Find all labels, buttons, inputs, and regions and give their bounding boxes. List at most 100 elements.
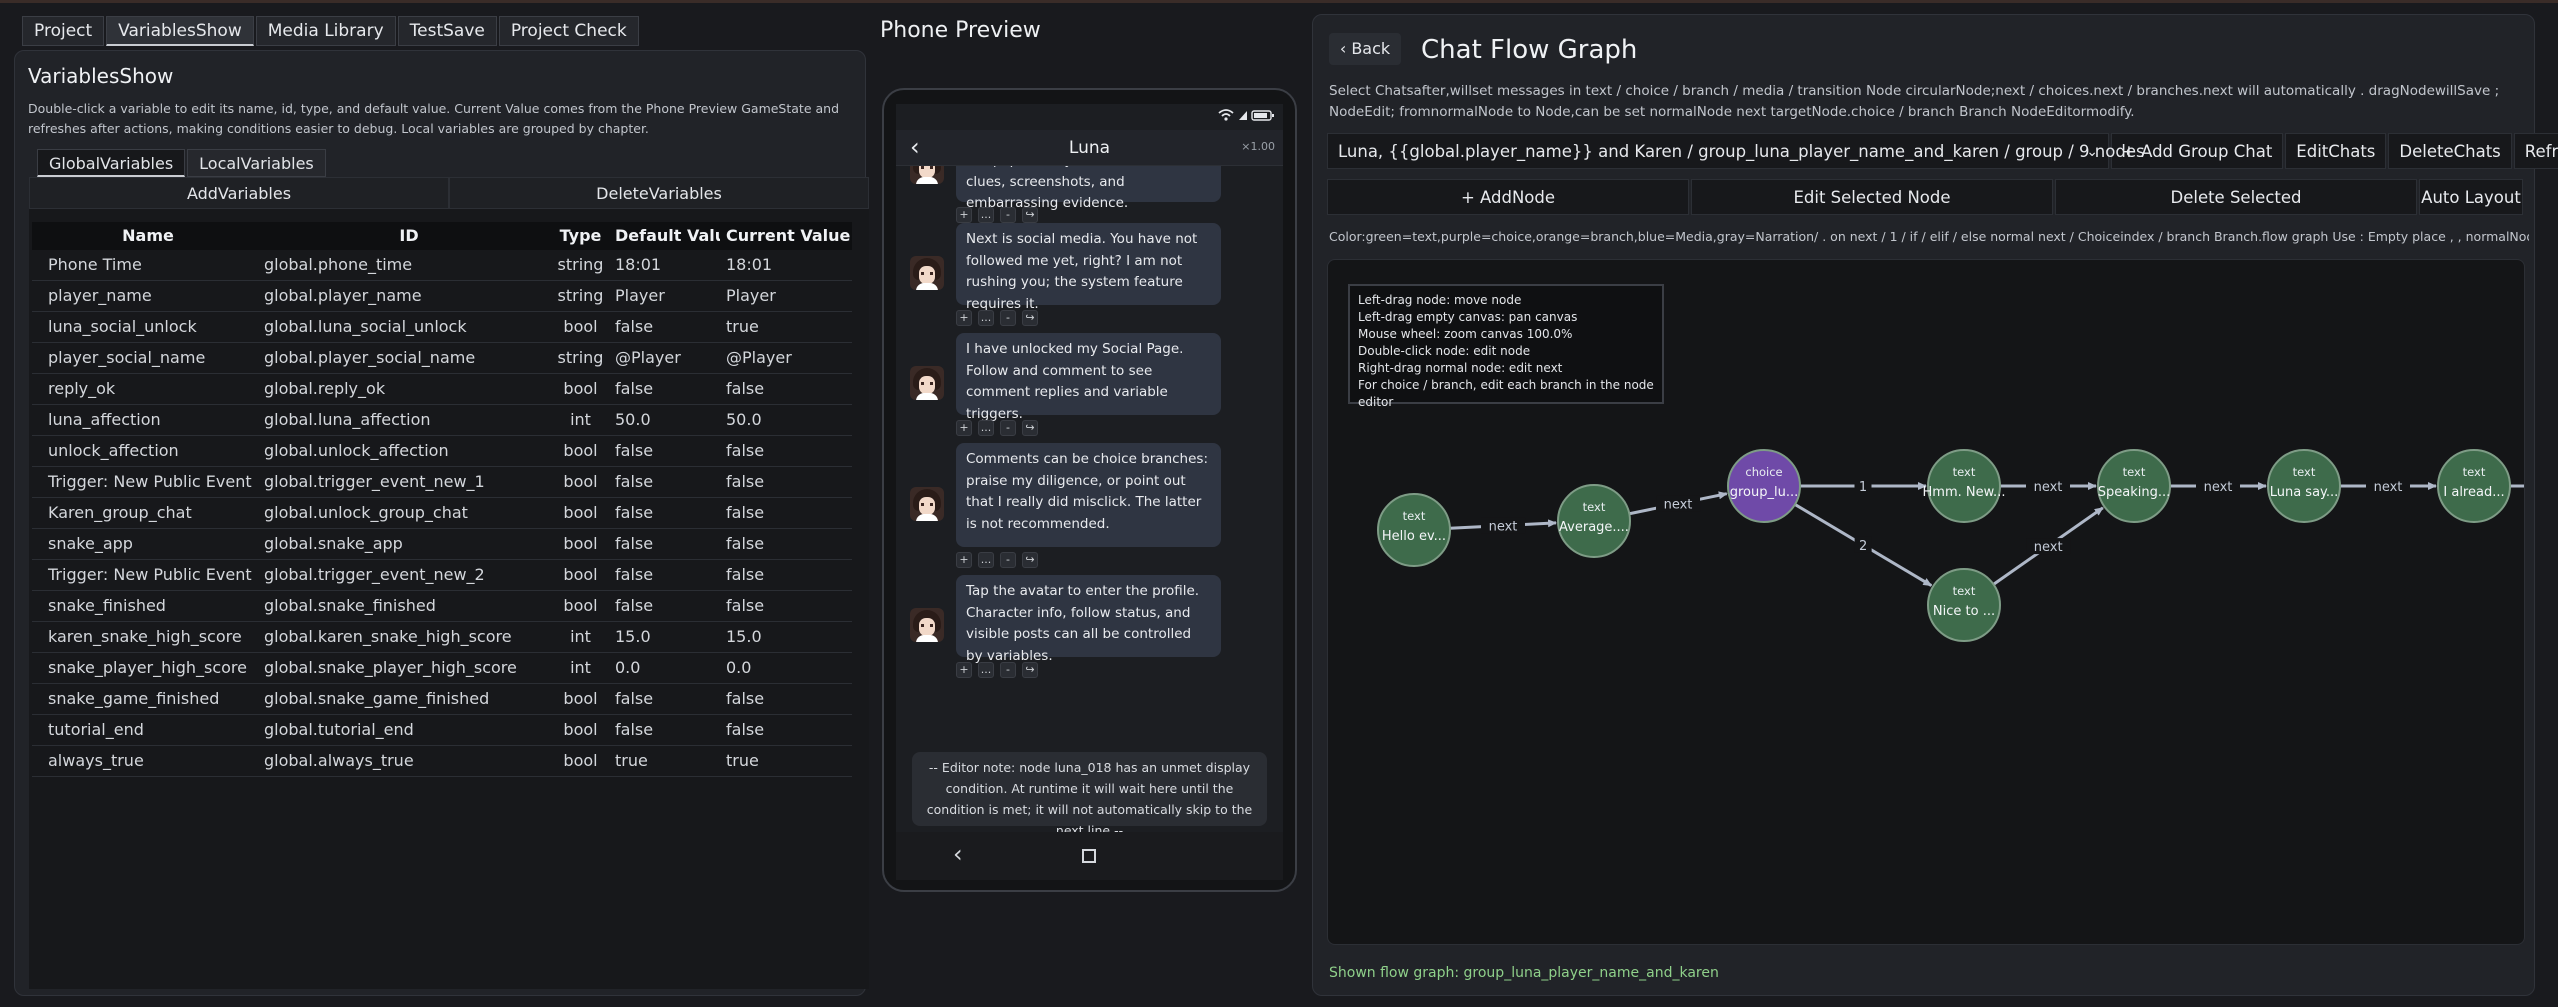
graph-node-label: Hello ev... [1382,529,1446,544]
more-icon[interactable]: ... [978,662,994,678]
help-line: For choice / branch, edit each branch in… [1358,378,1654,409]
more-icon[interactable]: ... [978,552,994,568]
chat-bubble[interactable]: wallpaper. They work well for all,clues,… [956,166,1221,211]
color-legend: Color:green=text,purple=choice,orange=br… [1329,229,2529,244]
variable-type: bool [563,379,598,398]
graph-node-text[interactable]: textAverage.... [1557,484,1631,558]
add-message-icon[interactable]: + [956,207,972,223]
remove-message-icon[interactable]: - [1000,662,1016,678]
graph-node-text[interactable]: textSpeaking... [2097,449,2171,523]
chat-bubble[interactable]: I have unlocked my Social Page. Follow a… [956,333,1221,422]
chat-back-icon[interactable]: ‹ [910,133,920,161]
chat-bubble[interactable]: Comments can be choice branches: praise … [956,443,1221,547]
variable-current-value: true [726,751,759,770]
graph-node-choice[interactable]: choicegroup_lu... [1727,449,1801,523]
nav-home-icon[interactable] [1082,849,1096,863]
add-variables-button[interactable]: AddVariables [29,177,449,209]
tab-project-check[interactable]: Project Check [498,16,639,46]
jump-icon[interactable]: ↪ [1022,662,1038,678]
tab-variables-show[interactable]: VariablesShow [106,16,254,46]
tab-project[interactable]: Project [22,16,105,46]
luna-avatar[interactable] [910,256,944,290]
graph-node-type: text [2463,465,2486,479]
graph-edge-label-bg [2026,538,2071,555]
luna-avatar[interactable] [910,166,944,184]
column-header-type[interactable]: Type [559,226,602,245]
delete-chats-button[interactable]: DeleteChats [2388,133,2512,169]
delete-variables-button[interactable]: DeleteVariables [449,177,869,209]
avatar-face [919,376,935,394]
luna-avatar[interactable] [910,487,944,521]
remove-message-icon[interactable]: - [1000,207,1016,223]
add-group-chat-button[interactable]: + Add Group Chat [2111,133,2284,169]
variable-current-value: 50.0 [726,410,762,429]
edit-selected-node-button[interactable]: Edit Selected Node [1691,179,2053,215]
refresh-button[interactable]: Refresh [2513,133,2558,169]
chevron-left-icon: ‹ [1339,39,1352,58]
nav-back-icon[interactable]: ‹ [953,840,963,868]
chat-select-dropdown[interactable]: Luna, {{global.player_name}} and Karen /… [1327,133,2145,169]
tab-local-variables[interactable]: LocalVariables [187,149,326,177]
add-node-button[interactable]: + AddNode [1327,179,1689,215]
auto-layout-button[interactable]: Auto Layout [2419,179,2523,215]
jump-icon[interactable]: ↪ [1022,552,1038,568]
remove-message-icon[interactable]: - [1000,552,1016,568]
column-header-id[interactable]: ID [399,226,419,245]
tab-global-variables[interactable]: GlobalVariables [37,149,186,177]
remove-message-icon[interactable]: - [1000,310,1016,326]
message-action-buttons: +...-↪ [956,662,1044,678]
variable-name: unlock_affection [48,441,179,460]
more-icon[interactable]: ... [978,207,994,223]
column-header-name[interactable]: Name [122,226,174,245]
remove-message-icon[interactable]: - [1000,420,1016,436]
luna-avatar[interactable] [910,608,944,642]
avatar-eyes [921,382,933,385]
luna-avatar[interactable] [910,366,944,400]
delete-selected-button[interactable]: Delete Selected [2055,179,2417,215]
column-header-current-value[interactable]: Current Value [726,226,851,245]
variable-id: global.trigger_event_new_1 [264,472,485,491]
add-message-icon[interactable]: + [956,552,972,568]
chat-bubble[interactable]: Tap the avatar to enter the profile. Cha… [956,575,1221,664]
more-icon[interactable]: ... [978,310,994,326]
chat-message-list[interactable]: wallpaper. They work well for all,clues,… [896,166,1283,818]
chat-bubble[interactable]: Next is social media. You have not follo… [956,223,1221,312]
add-message-icon[interactable]: + [956,662,972,678]
add-message-icon[interactable]: + [956,310,972,326]
edit-chats-button[interactable]: EditChats [2285,133,2387,169]
help-line: Left-drag node: move node [1358,293,1522,307]
jump-icon[interactable]: ↪ [1022,310,1038,326]
jump-icon[interactable]: ↪ [1022,207,1038,223]
jump-icon[interactable]: ↪ [1022,420,1038,436]
column-header-default-value[interactable]: Default Value [615,226,720,245]
back-button[interactable]: ‹ Back [1329,33,1401,65]
tab-media-library[interactable]: Media Library [255,16,396,46]
more-icon[interactable]: ... [978,420,994,436]
add-message-icon[interactable]: + [956,420,972,436]
tab-test-save[interactable]: TestSave [397,16,497,46]
help-line: Right-drag normal node: edit next [1358,361,1563,375]
